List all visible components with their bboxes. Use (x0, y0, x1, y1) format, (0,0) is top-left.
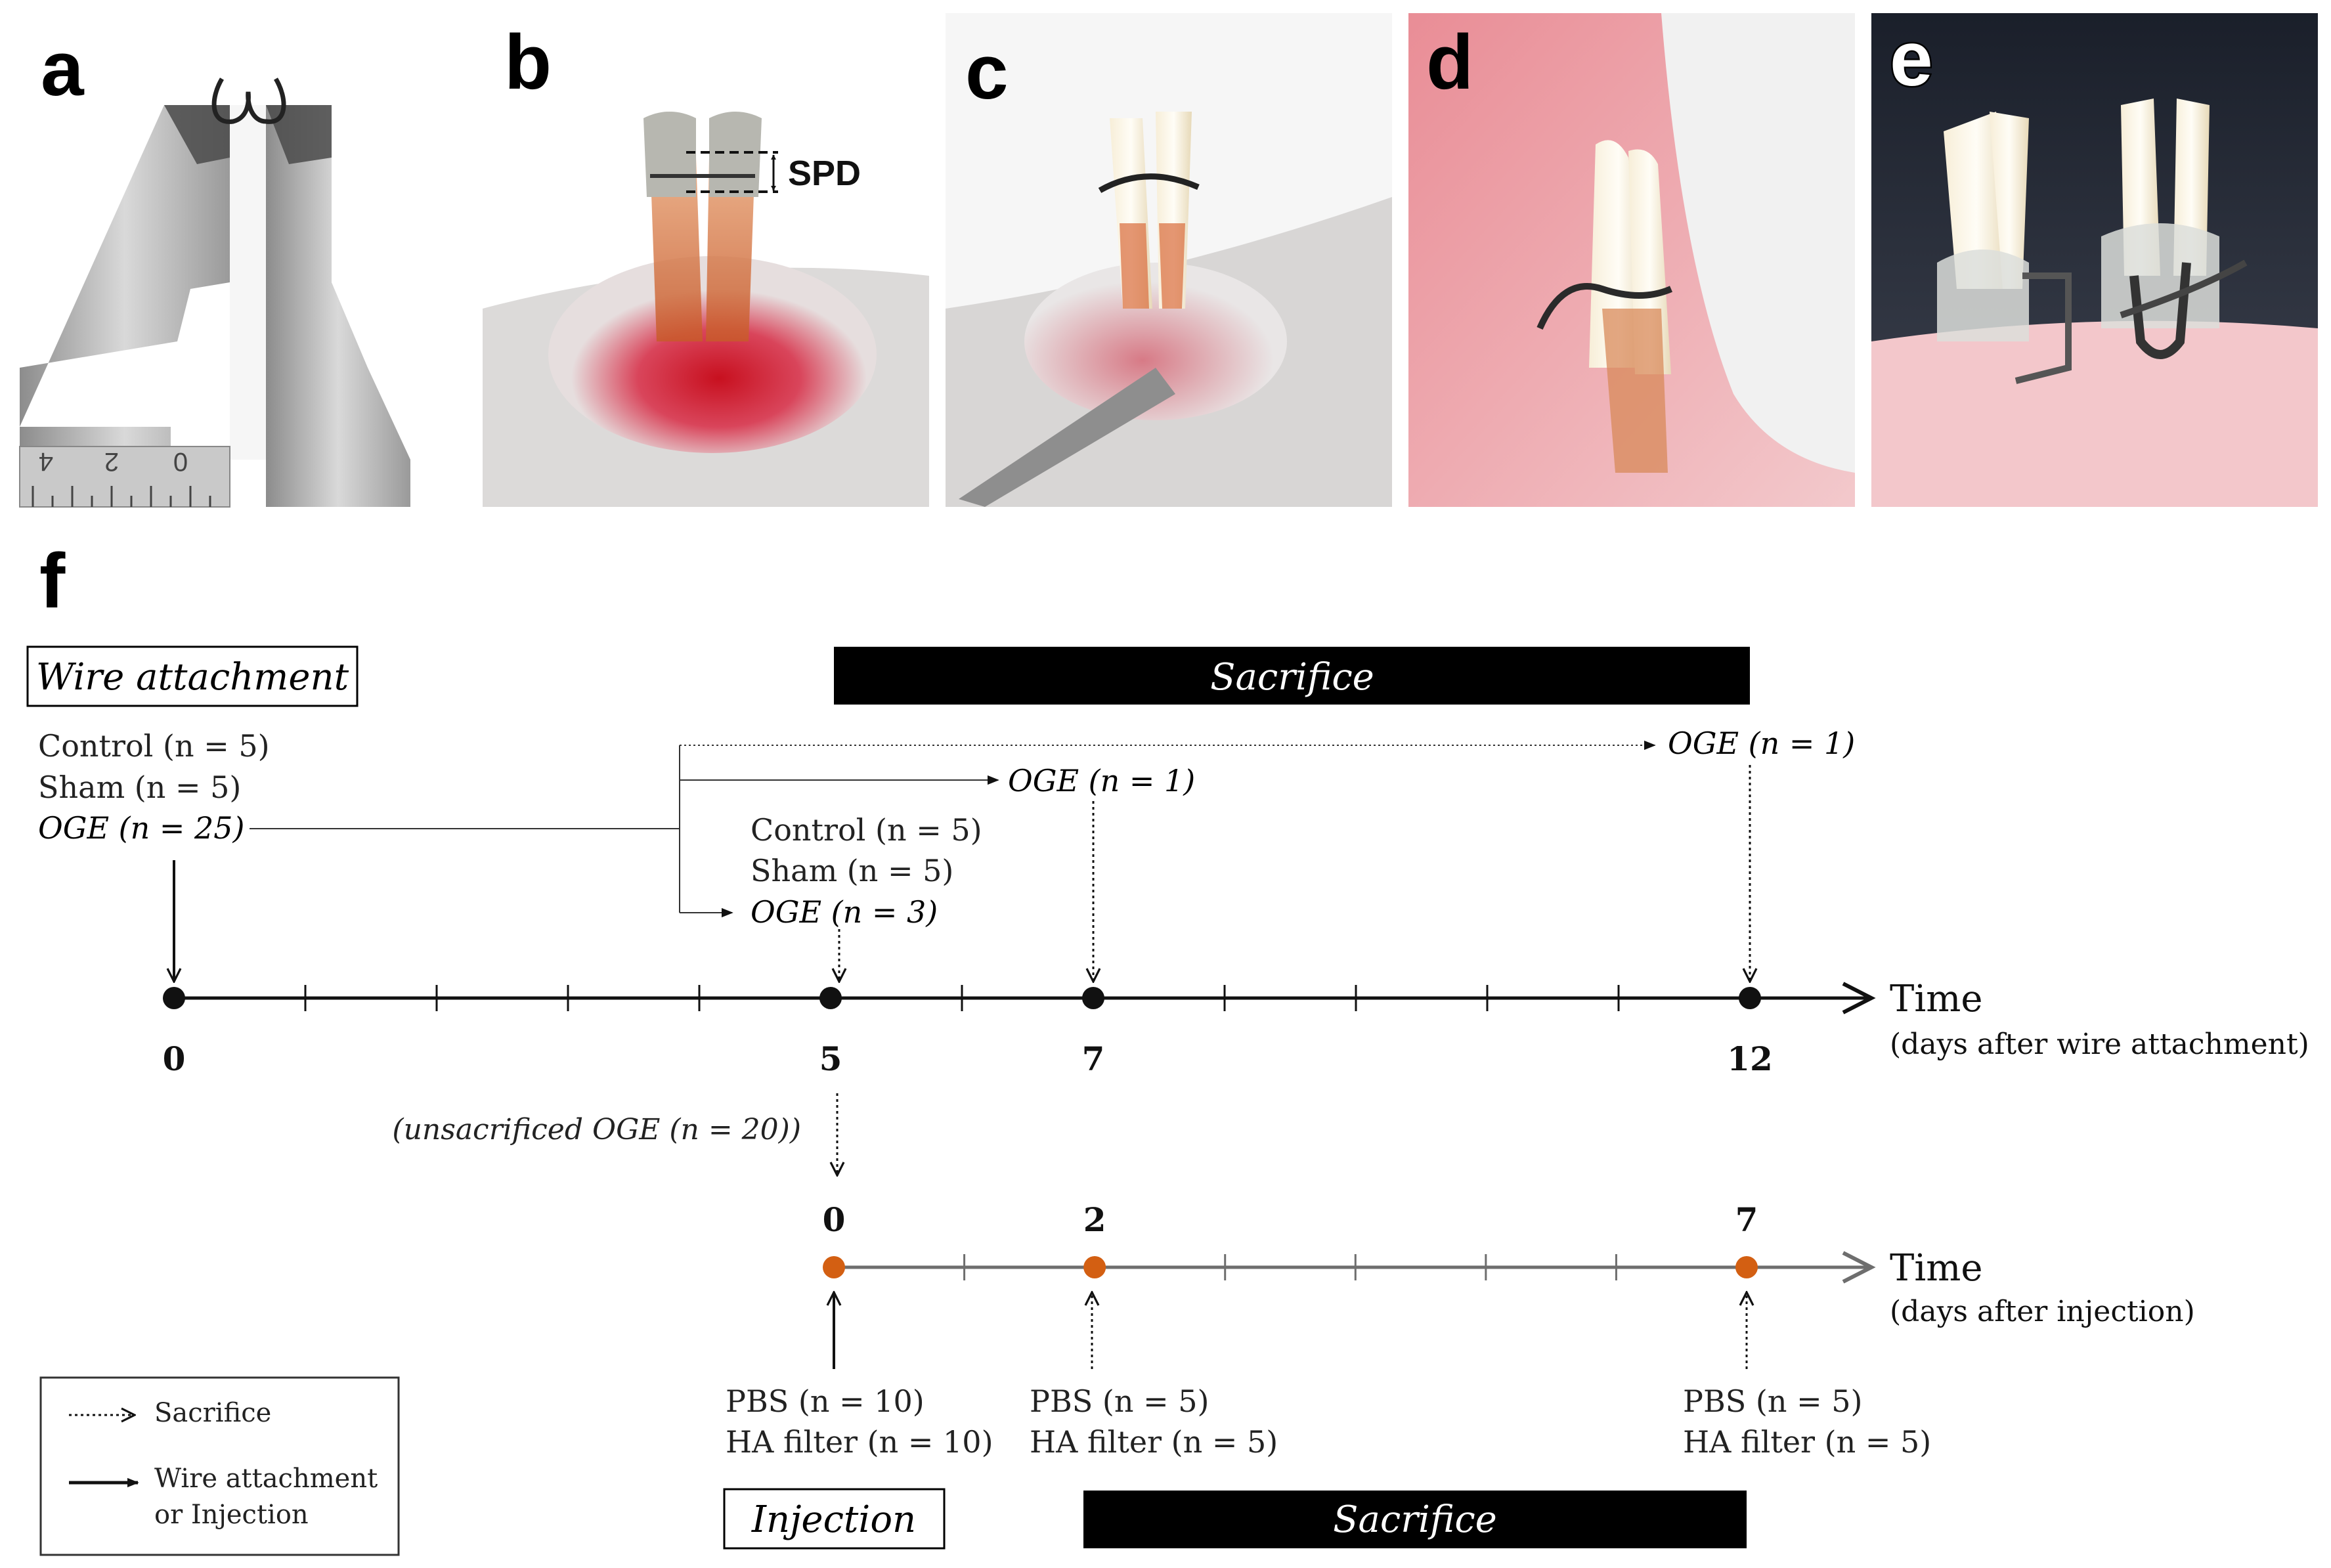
axis1-point-day-5 (819, 987, 842, 1009)
axis1-tick-label-5: 5 (819, 1039, 842, 1078)
panel-label-c: c (965, 29, 1009, 116)
wire-c (1098, 173, 1200, 193)
day2-group-pbs: PBS (n = 5) (1030, 1383, 1209, 1419)
day5-group-oge: OGE (n = 3) (751, 894, 938, 930)
caliper-scale (19, 446, 230, 508)
unsacrificed-prefix: (unsacrificed (392, 1113, 592, 1146)
panel-d: d (1408, 13, 1855, 507)
panel-a: 4 2 0 a (19, 13, 414, 508)
caliper-gap (230, 105, 266, 460)
incisor-crown-right (709, 112, 762, 197)
spd-label: SPD (788, 154, 861, 193)
gingival-redness (548, 256, 877, 453)
legend-wire-label-1: Wire attachment (154, 1464, 378, 1494)
axis2-tick-label-0: 0 (823, 1200, 846, 1239)
sacrifice-bar-top (834, 647, 1750, 705)
wire-attachment-box (26, 645, 359, 707)
panel-f-timeline: f Wire attachment Sacrifice Control (n =… (26, 538, 2309, 1556)
sacrifice-bar-top-label: Sacrifice (1210, 656, 1374, 699)
scale-digit-0: 0 (173, 447, 188, 476)
injection-group-pbs: PBS (n = 10) (726, 1383, 925, 1419)
caliper-jaw-shadow-right (266, 105, 332, 164)
wire-attachment-label: Wire attachment (36, 656, 349, 699)
start-group-control: Control (n = 5) (38, 728, 270, 764)
unsacrificed-label: (unsacrificed OGE (n = 20)) (392, 1113, 801, 1146)
axis1-point-day-12 (1739, 987, 1761, 1009)
legend: Sacrifice Wire attachment or Injection (39, 1376, 400, 1556)
panel-label-d: d (1426, 19, 1473, 106)
unsacrificed-suffix: ) (789, 1113, 801, 1146)
axis-injection: 0 2 7 (823, 1200, 1876, 1284)
wire-d (1536, 283, 1673, 330)
axis2-point-day-2 (1083, 1256, 1106, 1278)
axis1-title: Time (1890, 978, 1983, 1020)
day5-group-sham: Sham (n = 5) (751, 853, 953, 888)
scale-digit-2: 2 (104, 447, 119, 476)
day5-group-control: Control (n = 5) (751, 812, 982, 848)
panel-c: c (946, 13, 1392, 507)
resin-e-right (2101, 223, 2219, 328)
panel-label-e: e (1890, 16, 1933, 102)
injection-label: Injection (751, 1498, 916, 1541)
fur-d (1661, 13, 1855, 473)
wire-e-loop (2129, 262, 2191, 359)
legend-box (39, 1376, 400, 1556)
unsacrificed-oge: OGE (n = 20) (592, 1113, 790, 1146)
incisor-e-2 (1990, 112, 2029, 289)
panel-b: SPD b (483, 13, 929, 507)
axis-wire-attachment: 0 5 7 12 (163, 982, 1876, 1078)
gum-e (1871, 320, 2318, 507)
axis1-tick-label-12: 12 (1727, 1039, 1773, 1078)
day12-group-oge: OGE (n = 1) (1668, 726, 1855, 761)
root-d (1602, 309, 1668, 473)
caliper-scale-ticks (32, 486, 211, 507)
inj-day7-group-ha: HA filter (n = 5) (1683, 1424, 1931, 1460)
panel-label-f: f (39, 538, 66, 624)
wire-e-left (2015, 272, 2072, 384)
start-group-oge: OGE (n = 25) (38, 810, 245, 846)
caliper-jaw-shadow-left (164, 105, 230, 164)
resin-e-left (1937, 250, 2029, 341)
panel-label-a: a (41, 26, 85, 112)
legend-wire-label-2: or Injection (154, 1500, 309, 1530)
incisor-crown-left (643, 112, 696, 197)
incisor-root-left (650, 158, 703, 341)
start-group-sham: Sham (n = 5) (38, 770, 241, 805)
axis1-point-day-7 (1082, 987, 1104, 1009)
panel-label-b: b (504, 19, 552, 106)
axis2-point-day-7 (1735, 1256, 1758, 1278)
caliper-right-jaw (266, 105, 410, 507)
caliper-left-jaw (20, 105, 230, 507)
day2-group-ha: HA filter (n = 5) (1030, 1424, 1278, 1460)
axis1-tick-label-7: 7 (1082, 1039, 1105, 1078)
gingiva-c (1024, 263, 1287, 420)
axis1-arrowhead (1842, 982, 1876, 1014)
injection-box (723, 1488, 946, 1550)
sacrifice-bar-bottom-label: Sacrifice (1333, 1498, 1497, 1541)
wire-e-right (2120, 259, 2248, 318)
wire-spring (211, 77, 286, 124)
axis2-subtitle: (days after injection) (1890, 1295, 2195, 1328)
incisor-root-right (706, 158, 755, 341)
axis2-point-day-0 (823, 1256, 845, 1278)
axis2-tick-label-2: 2 (1083, 1200, 1106, 1239)
sacrifice-bar-bottom (1083, 1491, 1747, 1548)
panel-e: e (1871, 13, 2318, 507)
axis1-point-day-0 (163, 987, 185, 1009)
axis1-tick-label-0: 0 (163, 1039, 186, 1078)
injection-group-ha: HA filter (n = 10) (726, 1424, 993, 1460)
axis2-title: Time (1890, 1247, 1983, 1290)
root-c-right (1159, 223, 1185, 309)
root-c-left (1120, 223, 1149, 309)
scale-digit-4: 4 (39, 447, 53, 476)
forceps (959, 368, 1175, 507)
axis2-arrowhead (1842, 1251, 1876, 1284)
day7-group-oge: OGE (n = 1) (1008, 763, 1195, 798)
axis1-subtitle: (days after wire attachment) (1890, 1028, 2309, 1061)
axis2-tick-label-7: 7 (1735, 1200, 1758, 1239)
inj-day7-group-pbs: PBS (n = 5) (1683, 1383, 1862, 1419)
legend-sacrifice-label: Sacrifice (154, 1398, 271, 1428)
